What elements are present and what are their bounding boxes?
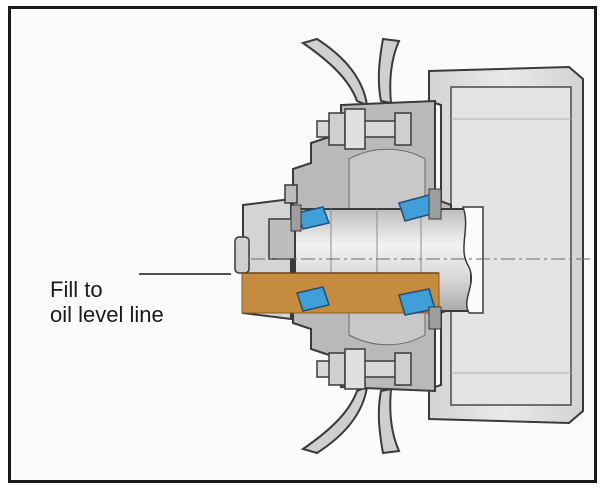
lower-wheel-stud: [316, 348, 412, 390]
outer-bearing-upper: [398, 188, 442, 222]
outer-bearing-lower: [398, 288, 442, 330]
wheel-disk-upper: [300, 37, 401, 107]
callout-text-line-2: oil level line: [50, 302, 164, 327]
diagram-frame: Fill to oil level line: [8, 6, 597, 483]
wheel-disk-lower: [300, 385, 401, 455]
wheel-hub-cross-section: [139, 37, 591, 455]
callout-text-line-1: Fill to: [50, 277, 103, 302]
upper-wheel-stud: [316, 108, 412, 150]
inner-bearing-lower: [296, 286, 330, 312]
inner-bearing-upper: [290, 204, 331, 232]
spindle: [294, 206, 484, 314]
